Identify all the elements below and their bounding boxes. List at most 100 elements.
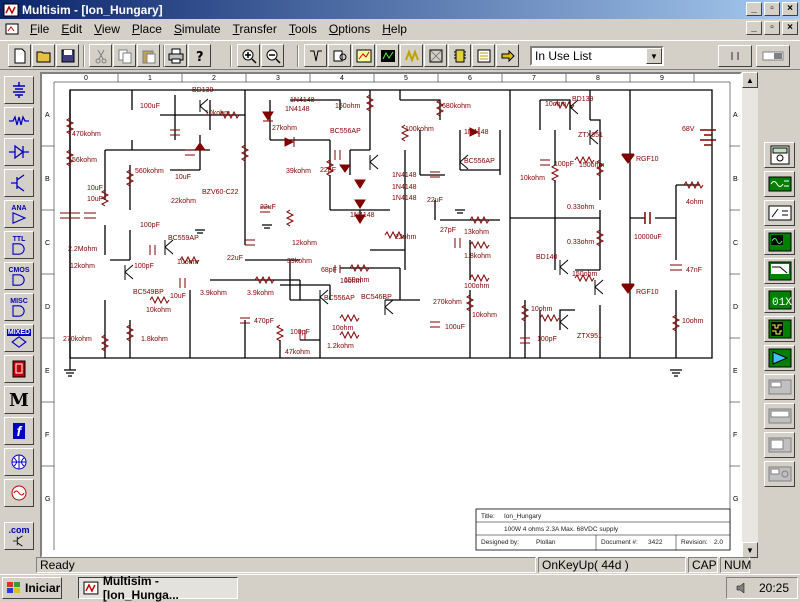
component-editor-button[interactable]	[328, 44, 351, 67]
multimeter-icon	[770, 145, 789, 165]
scroll-up-arrow-icon[interactable]: ▲	[742, 72, 758, 88]
ic-button[interactable]	[448, 44, 471, 67]
schematic-canvas[interactable]: 0 1 2 3 4 5 6 7 8 9 A B C D E F G A B C	[40, 72, 742, 558]
help-button[interactable]: ?	[188, 44, 211, 67]
scroll-down-arrow-icon[interactable]: ▼	[742, 542, 758, 558]
wattmeter-button[interactable]	[764, 200, 795, 226]
rf-button[interactable]	[4, 448, 34, 476]
clock[interactable]: 20:25	[758, 581, 789, 595]
transistors-button[interactable]	[4, 169, 34, 197]
misc-button[interactable]: M	[4, 386, 34, 414]
doc-close-button[interactable]: ×	[782, 21, 798, 35]
network-analyzer-button[interactable]	[764, 432, 795, 458]
word-generator-button[interactable]: 01X	[764, 287, 795, 313]
start-button[interactable]: Iniciar	[2, 577, 62, 599]
oscilloscope-button[interactable]	[764, 229, 795, 255]
spectrum-analyzer-icon	[768, 408, 791, 424]
copy-button[interactable]	[113, 44, 136, 67]
menu-file[interactable]: File	[30, 21, 50, 36]
transfer-button[interactable]	[496, 44, 519, 67]
close-button[interactable]: ×	[782, 2, 798, 16]
postprocessor-button[interactable]	[352, 44, 375, 67]
analysis-button[interactable]	[400, 44, 423, 67]
label-270kohm-2: 270kohm	[63, 336, 92, 343]
document-system-icon[interactable]	[4, 21, 20, 37]
cmos-icon	[12, 273, 25, 286]
minimize-button[interactable]: _	[746, 2, 762, 16]
speaker-icon[interactable]	[735, 581, 749, 595]
menu-help[interactable]: Help	[382, 21, 407, 36]
bode-plotter-icon	[768, 261, 791, 281]
zoom-in-button[interactable]	[237, 44, 260, 67]
controls-button[interactable]: f	[4, 417, 34, 445]
dropdown-arrow-icon[interactable]: ▼	[646, 48, 662, 64]
grapher-button[interactable]	[376, 44, 399, 67]
menu-place[interactable]: Place	[131, 21, 162, 36]
distortion-analyzer-button[interactable]	[764, 374, 795, 400]
status-num-lock: NUM	[720, 557, 751, 573]
title-bar[interactable]: Multisim - [Ion_Hungary] _ ▫ ×	[0, 0, 800, 19]
menu-transfer[interactable]: Transfer	[232, 21, 277, 36]
doc-restore-button[interactable]: ▫	[764, 21, 780, 35]
menu-tools[interactable]: Tools	[288, 21, 317, 36]
label-c100u-1: 100uF	[140, 103, 160, 110]
menu-simulate[interactable]: Simulate	[173, 21, 221, 36]
open-button[interactable]	[32, 44, 55, 67]
paste-button[interactable]	[137, 44, 160, 67]
electromechanical-button[interactable]	[4, 479, 34, 507]
open-folder-icon	[36, 51, 50, 62]
database-button[interactable]	[472, 44, 495, 67]
indicators-button[interactable]	[4, 355, 34, 383]
windows-logo-icon	[7, 582, 20, 593]
label-1n4148-5: 1N4148	[392, 184, 417, 191]
function-generator-button[interactable]	[764, 171, 795, 197]
mixed-icon	[11, 335, 27, 348]
new-button[interactable]	[8, 44, 31, 67]
maximize-button[interactable]: ▫	[764, 2, 780, 16]
ruler-row-b-right: B	[733, 176, 738, 183]
label-1n4148-1: 1N4148	[290, 97, 315, 104]
taskbar-multisim-item[interactable]: Multisim - [Ion_Hunga...	[78, 574, 238, 602]
agilent-instrument-button[interactable]	[764, 461, 795, 487]
label-150ohm-1: 150ohm	[335, 103, 360, 110]
multimeter-button[interactable]	[764, 142, 795, 168]
pause-simulation-button[interactable]	[718, 45, 752, 67]
in-use-list-select[interactable]: In Use List ▼	[530, 46, 664, 66]
description-button[interactable]	[424, 44, 447, 67]
doc-minimize-button[interactable]: _	[746, 21, 762, 35]
run-simulation-button[interactable]	[756, 45, 790, 67]
vertical-scrollbar[interactable]: ▲ ▼	[742, 72, 758, 558]
label-270kohm-1: 270kohm	[433, 299, 462, 306]
analog-button[interactable]: ANA	[4, 200, 34, 228]
diodes-button[interactable]	[4, 138, 34, 166]
basic-button[interactable]	[4, 107, 34, 135]
ruler-col-9: 9	[660, 75, 664, 82]
power-switch-icon	[762, 51, 784, 61]
logic-converter-button[interactable]	[764, 345, 795, 371]
label-10ohm-5: 10ohm	[332, 325, 354, 332]
print-button[interactable]	[164, 44, 187, 67]
spectrum-analyzer-button[interactable]	[764, 403, 795, 429]
menu-options[interactable]: Options	[328, 21, 371, 36]
label-10uf-1: 10uF	[87, 185, 103, 192]
plot-icon	[380, 49, 395, 62]
zoom-out-button[interactable]	[261, 44, 284, 67]
ttl-button[interactable]: TTL	[4, 231, 34, 259]
save-button[interactable]	[56, 44, 79, 67]
dotcom-button[interactable]: .com	[4, 522, 34, 550]
cmos-button[interactable]: CMOS	[4, 262, 34, 290]
label-680kohm: 680kohm	[442, 103, 471, 110]
component-browser-button[interactable]	[304, 44, 327, 67]
logic-analyzer-button[interactable]	[764, 316, 795, 342]
bode-plotter-button[interactable]	[764, 258, 795, 284]
ruler-row-e-right: E	[733, 368, 738, 375]
power-sources-button[interactable]	[4, 76, 34, 104]
misc-digital-button[interactable]: MISC	[4, 293, 34, 321]
distortion-analyzer-icon	[768, 379, 791, 395]
title-block: Title: Ion_Hungary 100W 4 ohms 2.3A Max.…	[475, 508, 731, 551]
cut-button[interactable]	[89, 44, 112, 67]
mixed-button[interactable]: MIXED	[4, 324, 34, 352]
menu-edit[interactable]: Edit	[61, 21, 83, 36]
menu-view[interactable]: View	[94, 21, 120, 36]
